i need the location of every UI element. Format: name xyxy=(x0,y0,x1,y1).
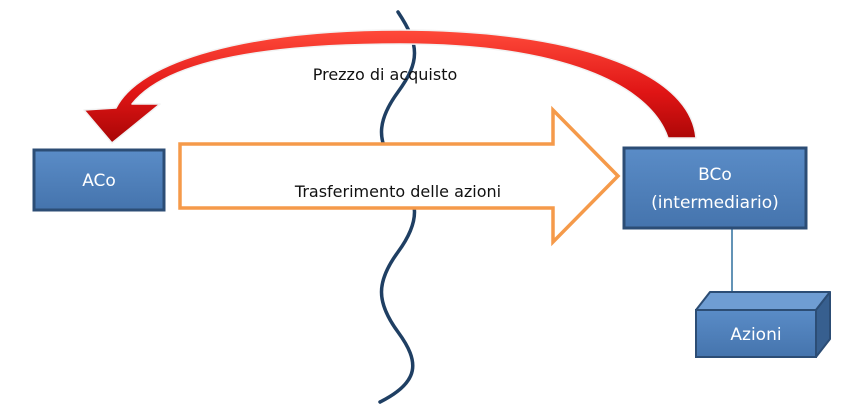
aco-box: ACo xyxy=(32,148,166,212)
azioni-box: Azioni xyxy=(695,291,831,358)
transfer-arrow xyxy=(178,105,621,247)
bco-label-line1: BCo xyxy=(698,165,732,185)
price-label: Prezzo di acquisto xyxy=(313,65,458,84)
aco-label: ACo xyxy=(82,171,116,191)
transfer-label: Trasferimento delle azioni xyxy=(294,182,501,201)
wavy-divider-line xyxy=(378,10,417,404)
bco-label-line2: (intermediario) xyxy=(651,193,779,213)
azioni-label: Azioni xyxy=(730,325,781,345)
bco-box: BCo (intermediario) xyxy=(622,146,808,230)
price-arrow xyxy=(83,29,697,144)
